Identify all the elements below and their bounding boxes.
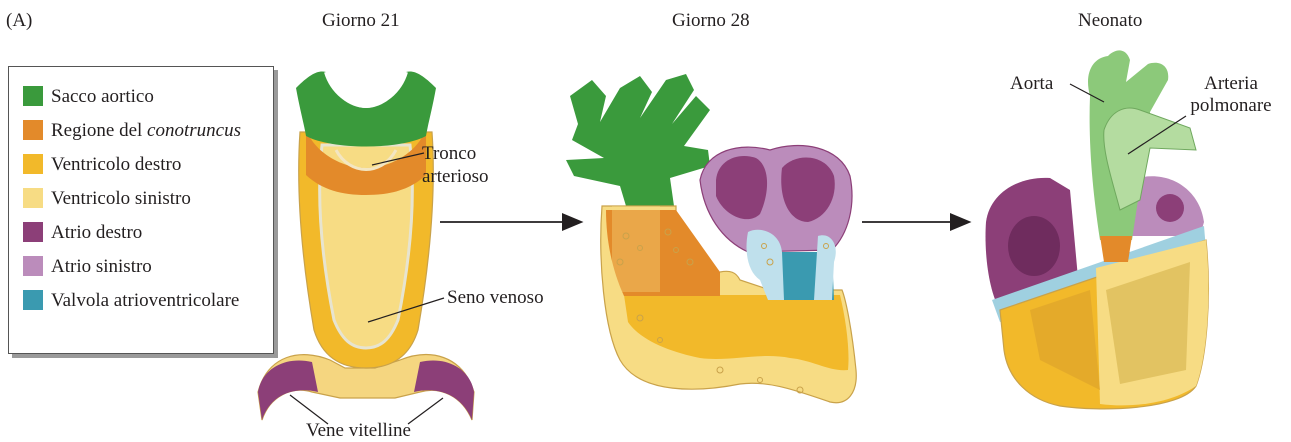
heart-tube-day21 xyxy=(258,72,474,424)
newborn-heart xyxy=(986,50,1209,408)
annotation-arteria-text: Arteria polmonare xyxy=(1186,73,1276,117)
annotation-vene: Vene vitelline xyxy=(306,420,411,442)
annotation-seno: Seno venoso xyxy=(447,287,544,309)
annotation-aorta: Aorta xyxy=(1010,73,1053,95)
annotation-tronco: Tronco arterioso xyxy=(422,142,502,188)
annotation-tronco-text: Tronco arterioso xyxy=(422,142,502,188)
annotation-arteria: Arteria polmonare xyxy=(1186,73,1276,117)
looped-heart-day28 xyxy=(566,74,856,403)
